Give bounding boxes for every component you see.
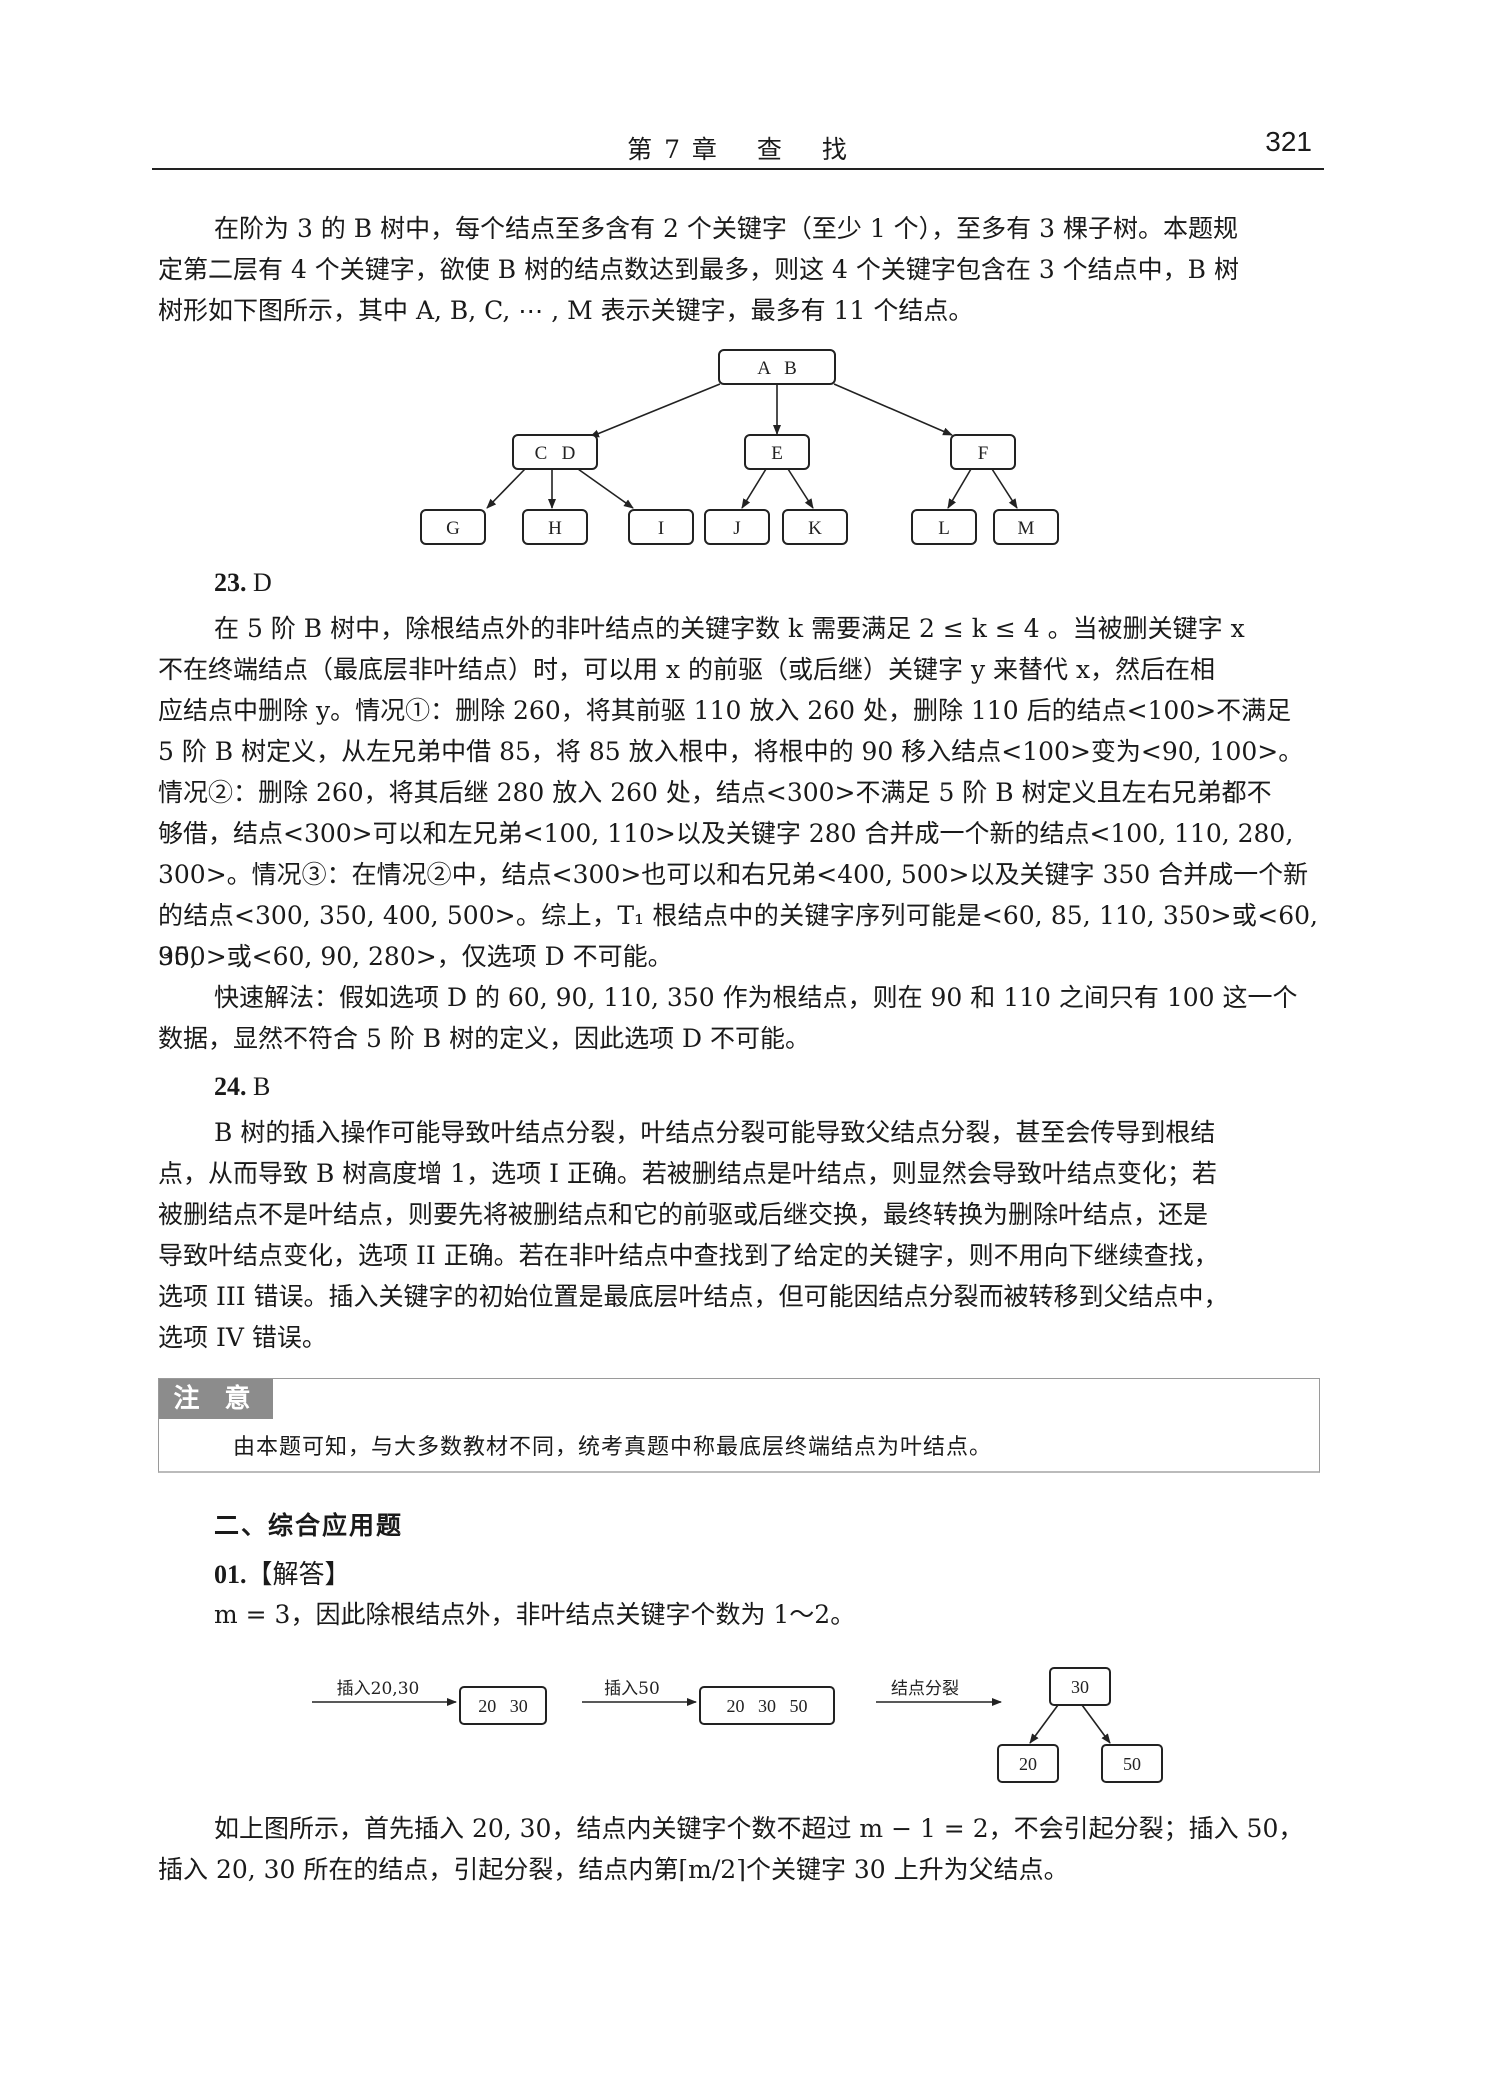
leaf-j-label: J — [733, 518, 740, 539]
box-leaf-50 — [1101, 1744, 1163, 1783]
node-f-label: F — [978, 443, 989, 464]
q23-quick-line: 数据，显然不符合 5 阶 B 树的定义，因此选项 D 不可能。 — [158, 1024, 811, 1053]
box-leaf-20 — [997, 1744, 1059, 1783]
box-20-30-50-label: 20 30 50 — [727, 1696, 808, 1716]
box-20-30 — [459, 1686, 547, 1725]
edge-cd-i — [577, 468, 634, 509]
question-number: 23. — [214, 568, 247, 597]
box-20-30-label: 20 30 — [478, 1696, 528, 1716]
node-e-label: E — [771, 443, 783, 464]
q24-line: 被删结点不是叶结点，则要先将被删结点和它的前驱或后继交换，最终转换为删除叶结点，… — [158, 1200, 1209, 1229]
question-23-header: 23. D — [214, 568, 272, 598]
arrow-label-insert-50: 插入50 — [604, 1679, 660, 1699]
leaf-k — [782, 509, 848, 545]
leaf-m — [993, 509, 1059, 545]
q24-line: 选项 IV 错误。 — [158, 1323, 327, 1352]
q24-line: 点，从而导致 B 树高度增 1，选项 I 正确。若被删结点是叶结点，则显然会导致… — [158, 1159, 1217, 1188]
edge-30-50 — [1081, 1704, 1111, 1744]
intro-line-3: 树形如下图所示，其中 A, B, C, ⋯ , M 表示关键字，最多有 11 个… — [158, 296, 974, 325]
node-root — [718, 349, 836, 385]
chapter-title-char-2: 找 — [821, 135, 849, 164]
edge-30-20 — [1029, 1704, 1059, 1744]
leaf-j — [704, 509, 770, 545]
leaf-m-label: M — [1018, 518, 1035, 539]
intro-line-2: 定第二层有 4 个关键字，欲使 B 树的结点数达到最多，则这 4 个关键字包含在… — [158, 255, 1239, 284]
intro-line: 在阶为 3 的 B 树中，每个结点至多含有 2 个关键字（至少 1 个），至多有… — [214, 214, 1238, 243]
q23-line: 在 5 阶 B 树中，除根结点外的非叶结点的关键字数 k 需要满足 2 ≤ k … — [214, 614, 1245, 643]
chapter-title-char-1: 查 — [756, 135, 784, 164]
edge-cd-g — [486, 468, 526, 509]
chapter-title: 第 7 章 查 找 — [152, 130, 1324, 166]
node-root-label: A B — [757, 358, 797, 379]
chapter-number: 第 7 章 — [627, 135, 719, 164]
leaf-i-label: I — [658, 518, 664, 539]
leaf-g-label: G — [446, 518, 460, 539]
q23-line: 够借，结点<300>可以和左兄弟<100, 110>以及关键字 280 合并成一… — [158, 819, 1294, 848]
box-root-30-label: 30 — [1071, 1677, 1089, 1697]
q01-line: m = 3，因此除根结点外，非叶结点关键字个数为 1～2。 — [214, 1600, 856, 1629]
question-answer: B — [253, 1072, 271, 1101]
note-tag: 注 意 — [159, 1379, 273, 1419]
answer-label: 【解答】 — [246, 1560, 351, 1589]
page-number: 321 — [1265, 126, 1312, 157]
closing-line: 插入 20, 30 所在的结点，引起分裂，结点内第⌈m/2⌉个关键字 30 上升… — [158, 1855, 1069, 1884]
question-24-header: 24. B — [214, 1072, 270, 1102]
arrow-label-split: 结点分裂 — [891, 1679, 959, 1699]
q23-quick-line: 快速解法：假如选项 D 的 60, 90, 110, 350 作为根结点，则在 … — [214, 983, 1298, 1012]
leaf-l — [911, 509, 977, 545]
q23-line: 情况②：删除 260，将其后继 280 放入 260 处，结点<300>不满足 … — [158, 778, 1272, 807]
q23-line: 的结点<300, 350, 400, 500>。综上，T₁ 根结点中的关键字序列… — [158, 901, 1318, 971]
q24-line: 导致叶结点变化，选项 II 正确。若在非叶结点中查找到了给定的关键字，则不用向下… — [158, 1241, 1219, 1270]
q23-line: 应结点中删除 y。情况①：删除 260，将其前驱 110 放入 260 处，删除… — [158, 696, 1292, 725]
node-cd-label: C D — [535, 443, 576, 464]
q23-line: 350>或<60, 90, 280>，仅选项 D 不可能。 — [158, 942, 673, 971]
page-header: 第 7 章 查 找 321 — [152, 126, 1324, 170]
arrow-label-insert-2030: 插入20,30 — [337, 1679, 420, 1699]
closing-line: 如上图所示，首先插入 20, 30，结点内关键字个数不超过 m − 1 = 2，… — [214, 1814, 1304, 1843]
b-tree-diagram: A B C D E F G H I J K L M — [420, 349, 1059, 545]
leaf-h-label: H — [548, 518, 562, 539]
edge-e-k — [787, 468, 814, 509]
node-e — [744, 434, 810, 470]
leaf-h — [522, 509, 588, 545]
node-cd — [512, 434, 598, 470]
q24-line: B 树的插入操作可能导致叶结点分裂，叶结点分裂可能导致父结点分裂，甚至会传导到根… — [214, 1118, 1216, 1147]
note-text: 由本题可知，与大多数教材不同，统考真题中称最底层终端结点为叶结点。 — [233, 1435, 993, 1460]
leaf-k-label: K — [808, 518, 822, 539]
box-leaf-20-label: 20 — [1019, 1754, 1037, 1774]
box-root-30 — [1049, 1667, 1111, 1706]
edge-ab-cd — [589, 383, 721, 438]
intro-paragraph: 在阶为 3 的 B 树中，每个结点至多含有 2 个关键字（至少 1 个），至多有… — [158, 208, 1318, 249]
q24-line: 选项 III 错误。插入关键字的初始位置是最底层叶结点，但可能因结点分裂而被转移… — [158, 1282, 1229, 1311]
question-number: 01. — [214, 1560, 247, 1589]
note-box: 注 意 由本题可知，与大多数教材不同，统考真题中称最底层终端结点为叶结点。 — [158, 1378, 1320, 1473]
box-20-30-50 — [699, 1686, 835, 1725]
section-title: 二、综合应用题 — [214, 1511, 404, 1540]
tree-edges — [486, 383, 1018, 509]
question-answer: D — [253, 568, 272, 597]
edge-f-m — [991, 468, 1018, 509]
q23-line: 不在终端结点（最底层非叶结点）时，可以用 x 的前驱（或后继）关键字 y 来替代… — [158, 655, 1216, 684]
edge-e-j — [741, 468, 767, 509]
q23-line: 5 阶 B 树定义，从左兄弟中借 85，将 85 放入根中，将根中的 90 移入… — [158, 737, 1304, 766]
box-leaf-50-label: 50 — [1123, 1754, 1141, 1774]
leaf-l-label: L — [938, 518, 950, 539]
node-f — [950, 434, 1016, 470]
leaf-i — [628, 509, 694, 545]
leaf-g — [420, 509, 486, 545]
question-01-header: 01.【解答】 — [214, 1554, 351, 1591]
question-number: 24. — [214, 1072, 247, 1101]
edge-f-l — [947, 468, 972, 509]
q23-line: 300>。情况③：在情况②中，结点<300>也可以和右兄弟<400, 500>以… — [158, 860, 1309, 889]
edge-ab-f — [833, 383, 953, 436]
insertion-split-diagram: 插入20,30 插入50 结点分裂 20 30 20 30 50 30 20 5… — [312, 1667, 1163, 1783]
